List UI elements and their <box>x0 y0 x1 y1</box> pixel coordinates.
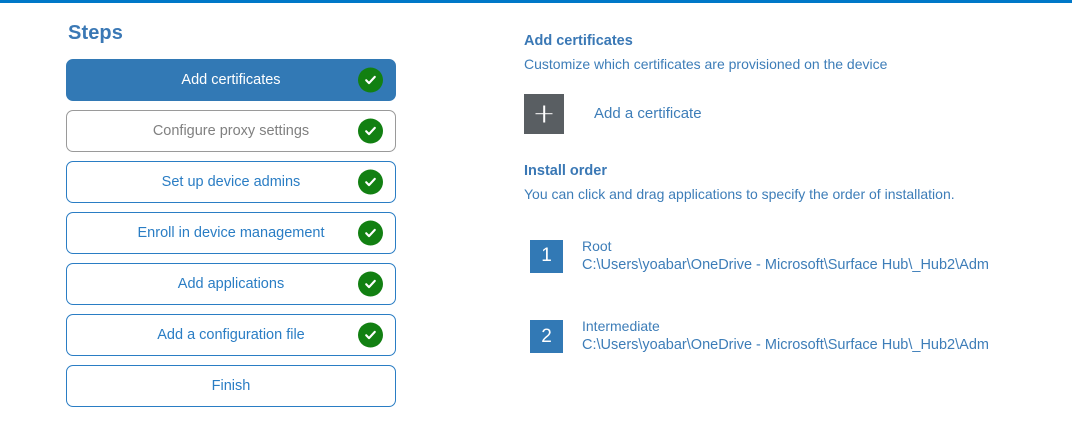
install-order-item[interactable]: 2 Intermediate C:\Users\yoabar\OneDrive … <box>524 317 1044 355</box>
order-number-badge: 1 <box>530 239 563 273</box>
step-button-configure-proxy-settings[interactable]: Configure proxy settings <box>66 110 396 152</box>
install-order-item[interactable]: 1 Root C:\Users\yoabar\OneDrive - Micros… <box>524 237 1044 275</box>
order-text-group: Root C:\Users\yoabar\OneDrive - Microsof… <box>582 237 989 275</box>
step-label: Enroll in device management <box>137 224 325 241</box>
step-button-add-certificates[interactable]: Add certificates <box>66 59 396 101</box>
check-circle-icon <box>358 322 383 348</box>
step-button-finish[interactable]: Finish <box>66 365 396 407</box>
certificate-path: C:\Users\yoabar\OneDrive - Microsoft\Sur… <box>582 256 989 273</box>
steps-panel: Steps Add certificates Configure proxy s… <box>66 22 398 416</box>
certificate-name: Root <box>582 237 612 254</box>
certificate-name: Intermediate <box>582 318 660 335</box>
add-certificate-label[interactable]: Add a certificate <box>594 105 702 123</box>
section-heading-add-certificates: Add certificates <box>524 33 633 49</box>
order-text-group: Intermediate C:\Users\yoabar\OneDrive - … <box>582 317 989 355</box>
install-order-list: 1 Root C:\Users\yoabar\OneDrive - Micros… <box>524 237 1044 356</box>
certificate-path: C:\Users\yoabar\OneDrive - Microsoft\Sur… <box>582 337 989 354</box>
check-circle-icon <box>358 67 383 93</box>
plus-icon[interactable] <box>524 93 564 134</box>
step-button-enroll-in-device-management[interactable]: Enroll in device management <box>66 212 396 254</box>
check-circle-icon <box>358 169 383 195</box>
check-circle-icon <box>358 118 383 144</box>
install-order-section: Install order You can click and drag app… <box>524 163 1044 356</box>
detail-panel: Add certificates Customize which certifi… <box>524 33 1044 401</box>
step-button-add-applications[interactable]: Add applications <box>66 263 396 305</box>
check-circle-icon <box>358 220 383 246</box>
step-button-add-a-configuration-file[interactable]: Add a configuration file <box>66 314 396 356</box>
step-label: Set up device admins <box>161 173 301 190</box>
step-button-set-up-device-admins[interactable]: Set up device admins <box>66 161 396 203</box>
check-circle-icon <box>358 271 383 297</box>
order-number-badge: 2 <box>530 320 563 354</box>
step-label: Add certificates <box>181 71 281 88</box>
step-label: Add a configuration file <box>157 326 305 343</box>
add-certificate-row[interactable]: Add a certificate <box>524 93 1044 134</box>
section-subheading-install-order: You can click and drag applications to s… <box>524 186 955 203</box>
section-subheading-add-certificates: Customize which certificates are provisi… <box>524 56 888 73</box>
steps-title: Steps <box>68 22 123 44</box>
step-label: Configure proxy settings <box>152 122 310 139</box>
step-label: Finish <box>211 377 251 394</box>
top-accent-bar <box>0 0 1072 3</box>
page-root: Steps Add certificates Configure proxy s… <box>0 3 1072 443</box>
step-label: Add applications <box>177 275 285 292</box>
section-heading-install-order: Install order <box>524 162 607 179</box>
